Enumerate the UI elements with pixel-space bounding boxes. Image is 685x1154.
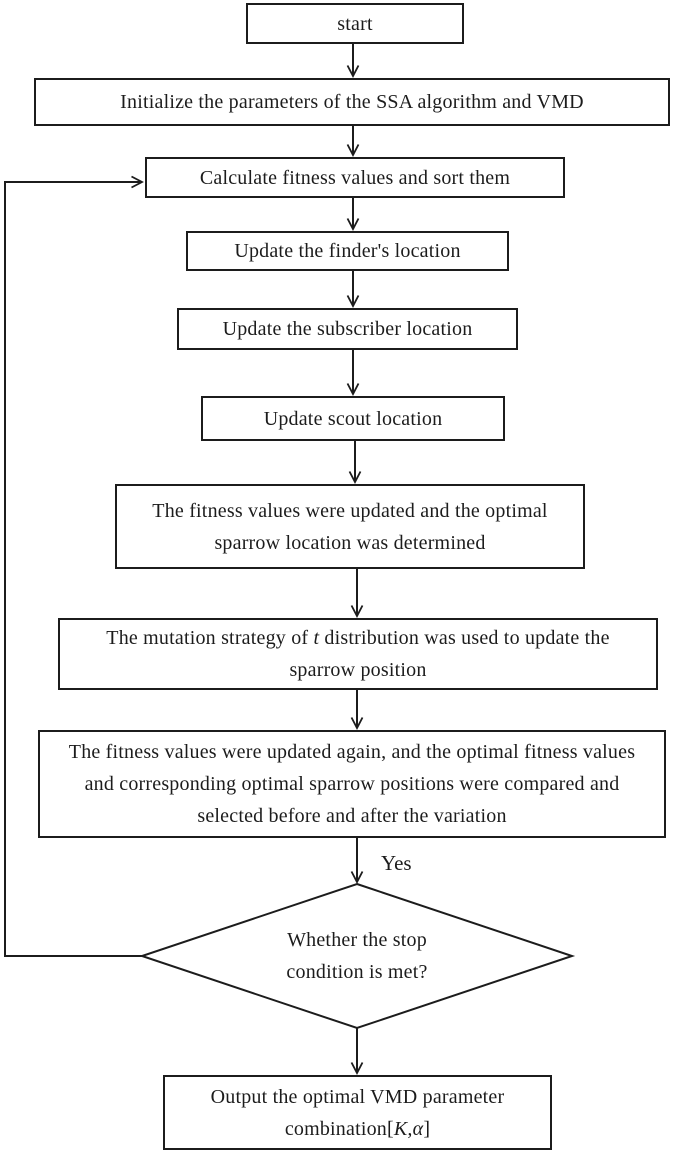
node-compare-select: The fitness values were updated again, a… xyxy=(38,730,666,838)
node-start: start xyxy=(246,3,464,44)
node-fitness-updated: The fitness values were updated and the … xyxy=(115,484,585,569)
node-subscriber-label: Update the subscriber location xyxy=(222,318,473,340)
node-scout-label: Update scout location xyxy=(263,407,443,430)
node-update-finder-location: Update the finder's location xyxy=(186,231,509,271)
node-mutation-label: The mutation strategy of t distribution … xyxy=(106,627,610,681)
node-initialize-parameters: Initialize the parameters of the SSA alg… xyxy=(34,78,670,126)
node-calculate-fitness: Calculate fitness values and sort them xyxy=(145,157,565,198)
node-finder-label: Update the finder's location xyxy=(234,240,461,262)
node-decision-label: Whether the stop condition is met? xyxy=(286,928,428,983)
node-compare-label: The fitness values were updated again, a… xyxy=(68,741,636,827)
node-output-vmd-parameters: Output the optimal VMD parameter combina… xyxy=(163,1075,552,1150)
node-start-label: start xyxy=(337,12,373,35)
node-update-subscriber-location: Update the subscriber location xyxy=(177,308,518,350)
node-update-scout-location: Update scout location xyxy=(201,396,505,441)
node-calculate-label: Calculate fitness values and sort them xyxy=(199,166,511,189)
edge-decision-feedback-loop xyxy=(4,175,144,957)
node-initialize-label: Initialize the parameters of the SSA alg… xyxy=(120,91,584,113)
edge-label-yes: Yes xyxy=(381,851,412,875)
node-output-label: Output the optimal VMD parameter combina… xyxy=(210,1085,505,1140)
node-fitness-label: The fitness values were updated and the … xyxy=(152,499,548,554)
node-decision-stop-condition: Whether the stop condition is met? xyxy=(247,918,467,994)
node-mutation-strategy: The mutation strategy of t distribution … xyxy=(58,618,658,690)
